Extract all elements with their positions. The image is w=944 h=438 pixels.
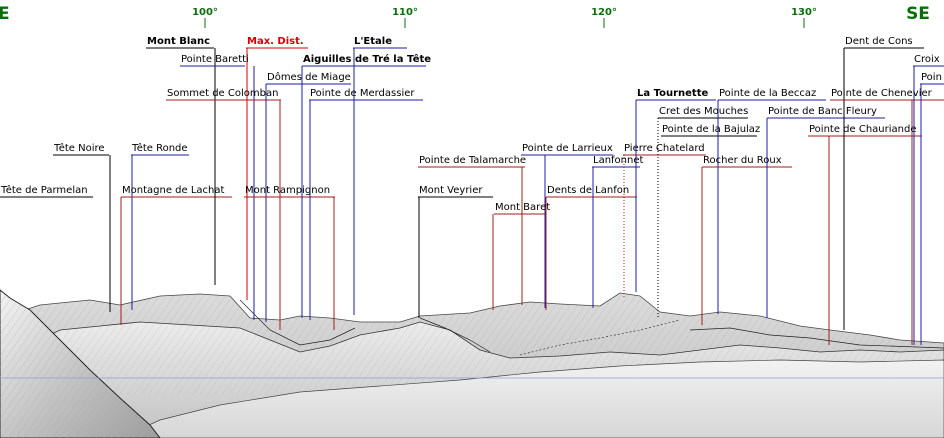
peak-label[interactable]: Tête Noire [53,142,105,154]
ridge-detail-1 [239,299,356,346]
peak-label[interactable]: Dents de Lanfon [547,185,629,196]
peak-label[interactable]: Aiguilles de Tré la Tête [303,53,431,65]
peak-label[interactable]: Dômes de Miage [267,71,351,83]
peak-label[interactable]: Pointe de Banc Fleury [768,106,877,117]
peak-label[interactable]: Mont Baret [495,202,550,213]
peak-label[interactable]: Pointe Baretti [181,54,249,65]
peak-label[interactable]: Mont Blanc [147,36,210,47]
degree-tick-label: 110° [392,7,418,18]
peak-label[interactable]: Poin [921,72,942,83]
degree-tick-label: 130° [791,7,817,18]
peak-label[interactable]: Pointe de Talamarche [419,155,526,166]
peak-label[interactable]: Montagne de Lachat [122,185,224,196]
peak-label[interactable]: Mont Rampignon [245,185,330,196]
peak-label[interactable]: Pointe de Merdassier [310,88,415,99]
near-plain [119,359,944,438]
peak-label[interactable]: Pointe de Chenevier [831,88,933,99]
peak-label[interactable]: Pointe de la Bajulaz [662,124,760,135]
peak-label[interactable]: Dent de Cons [845,36,913,47]
ridge-detail-2 [419,317,491,353]
left-foreground-hatch [0,290,160,438]
peak-label[interactable]: Mont Veyrier [419,185,483,196]
peak-label[interactable]: Tête Ronde [131,142,188,154]
peak-label[interactable]: La Tournette [637,88,708,99]
peak-leader-lines [0,47,944,345]
terrain [0,289,944,438]
compass-east-label: SE [906,4,930,24]
peak-label[interactable]: Pointe de Larrieux [522,143,613,154]
compass-west-label: E [0,4,10,24]
peak-label[interactable]: Sommet de Colomban [167,88,278,99]
peak-label[interactable]: Rocher du Roux [703,155,782,166]
peak-label[interactable]: Max. Dist. [247,36,304,47]
ridge-detail-4 [689,327,944,349]
degree-tick-label: 120° [591,7,617,18]
degree-tick-label: 100° [192,7,218,18]
peak-label[interactable]: Pointe de la Beccaz [719,88,816,99]
peak-label[interactable]: Lanfonnet [593,155,644,166]
peak-label[interactable]: Tête de Parmelan [0,184,88,196]
ridge-detail-3 [519,319,681,356]
peak-label[interactable]: Croix [914,54,940,65]
peak-label[interactable]: Pointe de Chauriande [809,124,916,135]
peak-label[interactable]: L'Etale [354,36,392,47]
peak-label[interactable]: Pierre Chatelard [624,143,705,154]
peak-label[interactable]: Cret des Mouches [659,106,748,117]
compass-scale: E SE 100° 110° 120° 130° [0,4,930,28]
